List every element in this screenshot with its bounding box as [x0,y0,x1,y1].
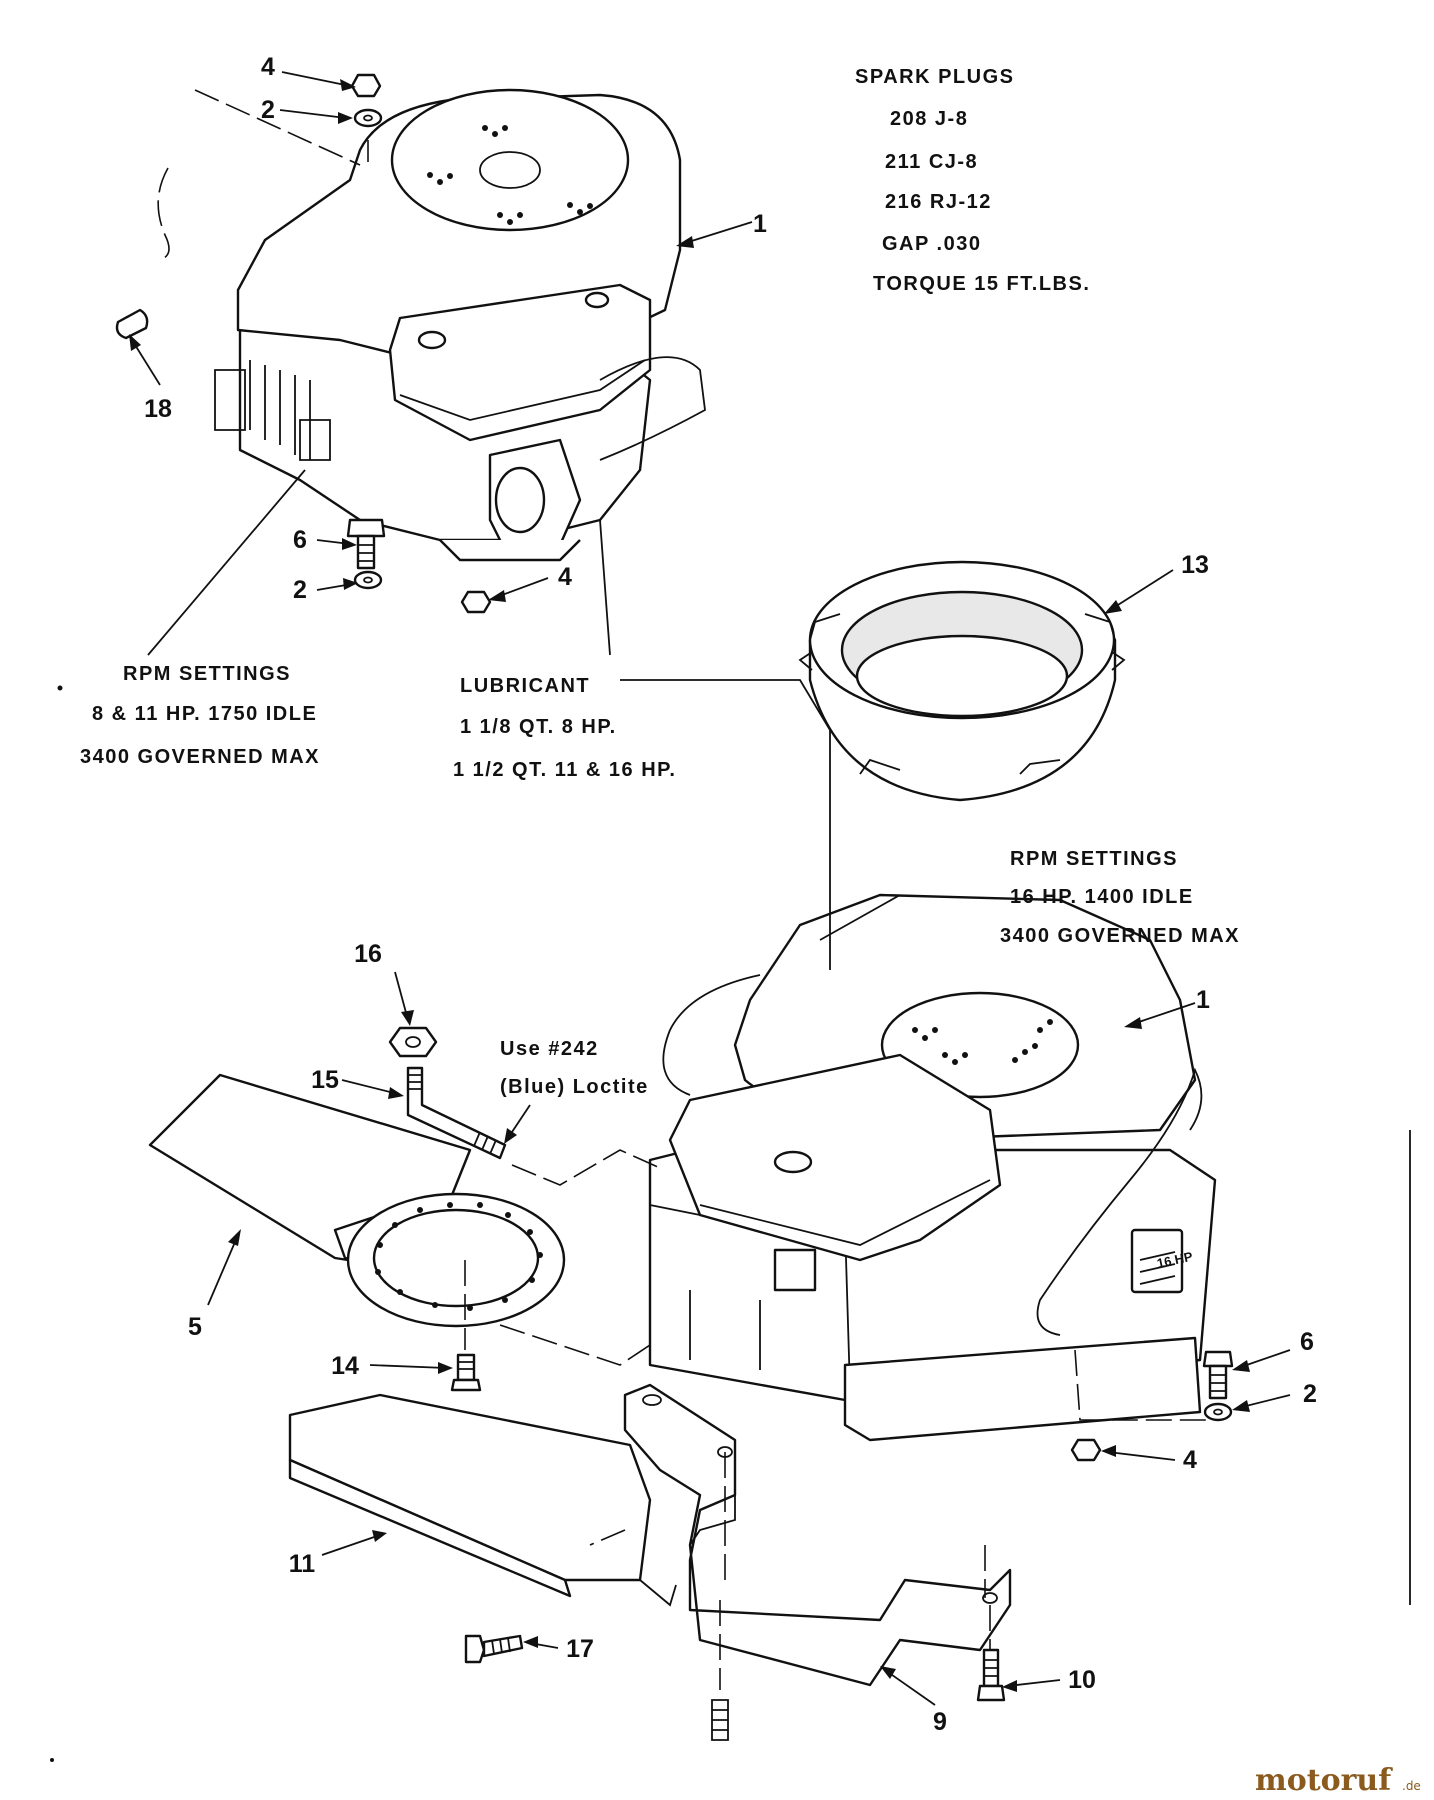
lubricant-line: 1 1/2 QT. 11 & 16 HP. [453,759,676,781]
bolt-under-bracket [711,1699,729,1741]
fitting-nut [388,1026,438,1058]
callout-deck-plate: 5 [188,1313,202,1341]
watermark-brand: motoruf [1255,1763,1393,1798]
rpm-small-line: 3400 GOVERNED MAX [80,746,320,768]
screw-17 [464,1634,524,1664]
callout-adapter-ring: 13 [1181,551,1209,579]
callout-bolt-14: 14 [331,1352,359,1380]
right-bolt [1202,1350,1234,1400]
callout-fitting-nut: 16 [354,940,382,968]
callout-bracket: 9 [933,1708,947,1736]
callout-top-washer: 2 [261,96,275,124]
right-washer [1203,1402,1233,1422]
right-nut [1070,1438,1102,1462]
lubricant-heading: LUBRICANT [460,675,590,697]
top-washer [353,108,383,128]
spark-plug-line: 216 RJ-12 [885,191,992,213]
shield [288,1393,677,1607]
callout-lower-engine: 1 [1196,986,1210,1014]
spark-plug-gap: GAP .030 [882,233,981,255]
callout-bottom-bolt: 6 [293,526,307,554]
lubricant-note: LUBRICANT 1 1/8 QT. 8 HP. 1 1/2 QT. 11 &… [453,675,676,781]
rpm-small-line: 8 & 11 HP. 1750 IDLE [92,703,317,725]
callout-top-engine: 1 [753,210,767,238]
callout-right-washer: 2 [1303,1380,1317,1408]
rpm-small-heading: RPM SETTINGS [123,663,291,685]
callout-tube: 15 [311,1066,339,1094]
callout-screw-17: 17 [566,1635,594,1663]
loctite-note: Use #242 (Blue) Loctite [500,1038,649,1098]
spark-plug-torque: TORQUE 15 FT.LBS. [873,273,1090,295]
spark-plug-line: 208 J-8 [890,108,968,130]
callout-bottom-nut: 4 [558,563,572,591]
callout-plug-boot: 18 [144,395,172,423]
spark-plug-line: 211 CJ-8 [885,151,978,173]
callout-bolt-10: 10 [1068,1666,1096,1694]
loctite-line: Use #242 [500,1038,599,1060]
spark-plugs-heading: SPARK PLUGS [855,66,1014,88]
bottom-washer [353,570,383,590]
lubricant-line: 1 1/8 QT. 8 HP. [460,716,617,738]
engine-hp-badge: 16 HP [1156,1249,1195,1271]
bolt-10 [976,1648,1006,1702]
callout-numbers: 4 2 1 18 6 2 4 13 16 15 5 14 1 6 2 4 11 … [144,53,1317,1736]
bottom-nut [460,590,492,614]
callout-right-bolt: 6 [1300,1328,1314,1356]
top-engine [157,88,706,562]
tube [406,1066,507,1160]
rpm-settings-small-note: RPM SETTINGS 8 & 11 HP. 1750 IDLE 3400 G… [57,663,320,768]
rpm-large-heading: RPM SETTINGS [1010,848,1178,870]
plug-boot [115,308,149,340]
bracket [623,1383,1012,1687]
loctite-line: (Blue) Loctite [500,1076,649,1098]
rpm-settings-large-note: RPM SETTINGS 16 HP. 1400 IDLE 3400 GOVER… [1000,848,1240,947]
rpm-large-line: 3400 GOVERNED MAX [1000,925,1240,947]
deck-plate [148,1073,566,1328]
watermark-logo: motoruf .de [1255,1763,1421,1798]
lower-engine [648,893,1217,1442]
callout-top-nut: 4 [261,53,275,81]
watermark-suffix: .de [1402,1779,1421,1793]
callout-right-nut: 4 [1183,1446,1197,1474]
spark-plugs-note: SPARK PLUGS 208 J-8 211 CJ-8 216 RJ-12 G… [855,66,1090,295]
callout-bottom-washer: 2 [293,576,307,604]
bolt-14 [450,1353,482,1392]
rpm-large-line: 16 HP. 1400 IDLE [1010,886,1194,908]
callout-shield: 11 [289,1550,316,1578]
leader-lines [129,71,1291,1706]
bottom-bolt [346,518,386,570]
top-nut [350,73,382,98]
adapter-ring [798,560,1126,802]
